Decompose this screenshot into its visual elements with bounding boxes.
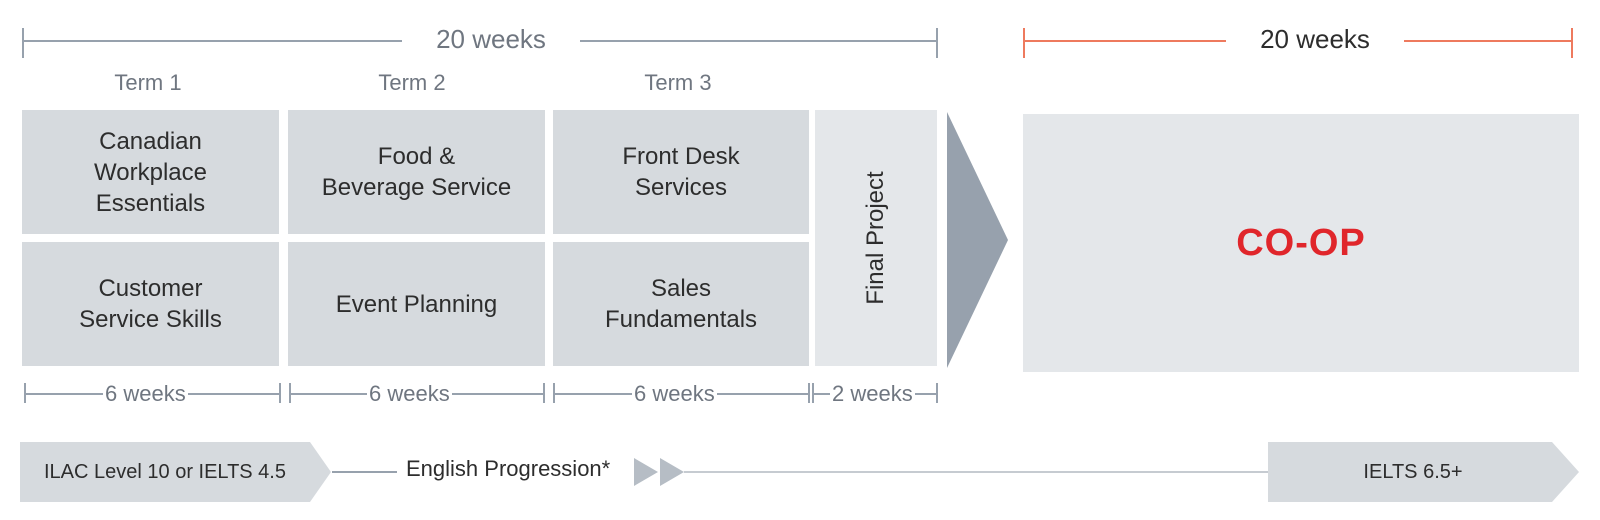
course-sales-fundamentals: Sales Fundamentals <box>553 242 809 366</box>
duration-term-1: 6 weeks <box>24 381 281 407</box>
english-end-label: IELTS 6.5+ <box>1363 461 1463 483</box>
program-span-right-tick <box>936 28 938 58</box>
final-project-label: Final Project <box>862 171 889 305</box>
english-connector-line-right <box>684 471 1270 473</box>
english-start-label: ILAC Level 10 or IELTS 4.5 <box>44 461 286 483</box>
term-1-label: Term 1 <box>114 70 182 95</box>
progression-arrow-icon <box>947 112 1008 368</box>
coop-box: CO-OP <box>1023 114 1579 372</box>
course-food-beverage-service: Food & Beverage Service <box>288 110 545 234</box>
english-start-badge-shape <box>20 442 331 502</box>
duration-term-3: 6 weeks <box>553 381 810 407</box>
duration-label: 6 weeks <box>632 381 717 407</box>
duration-tick <box>808 383 810 403</box>
double-chevron-icon <box>634 458 684 486</box>
coop-title: CO-OP <box>1236 221 1366 264</box>
program-span-label: 20 weeks <box>402 24 580 55</box>
progression-arrow-shape <box>947 112 1008 368</box>
duration-tick <box>279 383 281 403</box>
english-start-badge-polygon <box>20 442 331 502</box>
course-event-planning: Event Planning <box>288 242 545 366</box>
final-project-box: Final Project <box>815 110 937 366</box>
duration-final-project: 2 weeks <box>812 381 938 407</box>
coop-span-left-tick <box>1023 28 1025 58</box>
duration-tick <box>936 383 938 403</box>
term-2-label: Term 2 <box>378 70 446 95</box>
course-front-desk-services: Front Desk Services <box>553 110 809 234</box>
english-end-badge-polygon <box>1268 442 1579 502</box>
chevron-2 <box>660 458 684 486</box>
course-customer-service-skills: Customer Service Skills <box>22 242 279 366</box>
term-3-label: Term 3 <box>644 70 712 95</box>
english-end-badge-shape <box>1268 442 1579 502</box>
program-span-left-tick <box>22 28 24 58</box>
duration-tick <box>543 383 545 403</box>
english-connector-line-left <box>332 471 397 473</box>
duration-label: 6 weeks <box>367 381 452 407</box>
coop-span-label: 20 weeks <box>1226 24 1404 55</box>
duration-label: 6 weeks <box>103 381 188 407</box>
duration-label: 2 weeks <box>830 381 915 407</box>
chevron-1 <box>634 458 658 486</box>
coop-span-right-tick <box>1571 28 1573 58</box>
duration-term-2: 6 weeks <box>289 381 545 407</box>
english-progression-label: English Progression* <box>406 456 611 481</box>
course-canadian-workplace-essentials: Canadian Workplace Essentials <box>22 110 279 234</box>
